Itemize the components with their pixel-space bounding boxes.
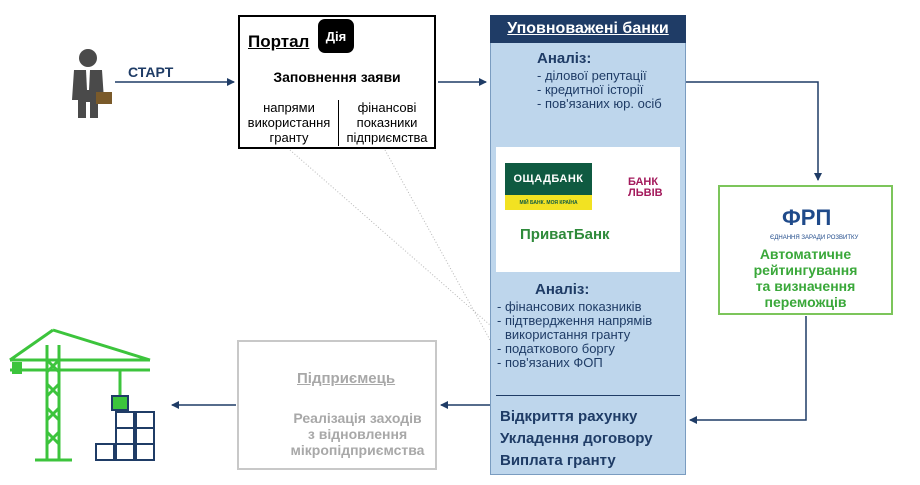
portal-col2-line: показники xyxy=(356,115,418,130)
start-label: СТАРТ xyxy=(128,64,174,80)
outcome-open-account: Відкриття рахунку xyxy=(500,408,638,425)
bank-lviv-name: БАНК xyxy=(628,176,659,188)
portal-title: Портал xyxy=(248,32,310,51)
analysis1-item: - кредитної історії xyxy=(537,82,644,97)
portal-col1-line: гранту xyxy=(269,130,309,145)
analysis2-list: - фінансових показників - підтвердження … xyxy=(497,300,652,370)
frp-line: рейтингування xyxy=(753,262,858,278)
frp-logo: ФРП xyxy=(782,205,832,230)
analysis2-item: - пов'язаних ФОП xyxy=(497,355,603,370)
frp-line: Автоматичне xyxy=(759,246,852,262)
analysis1-title: Аналіз: xyxy=(537,50,592,67)
businessman-icon xyxy=(72,49,112,118)
portal-col1-line: напрями xyxy=(263,100,315,115)
banks-separator xyxy=(496,395,680,396)
frp-line: переможців xyxy=(764,294,847,310)
diia-logo: Дія xyxy=(318,19,354,53)
frp-line: та визначення xyxy=(755,278,856,294)
guide-line-2 xyxy=(384,149,491,341)
portal-financial-indicators: фінансові показники підприємства xyxy=(340,100,434,145)
oschadbank-name: ОЩАДБАНК xyxy=(505,163,592,195)
analysis1-item: - ділової репутації xyxy=(537,68,647,83)
analysis1-list: - ділової репутації - кредитної історії … xyxy=(537,69,662,111)
banks-header: Уповноважені банки xyxy=(490,15,686,43)
bank-lviv-city: ЛЬВІВ xyxy=(628,187,663,199)
portal-grant-directions: напрями використання гранту xyxy=(240,100,338,145)
entrepreneur-line: з відновлення xyxy=(307,426,408,442)
bank-lviv-logo: БАНК ЛЬВІВ xyxy=(628,177,663,199)
entrepreneur-description: Реалізація заходів з відновлення мікропі… xyxy=(280,410,435,458)
frp-box xyxy=(718,185,893,315)
oschadbank-slogan: МІЙ БАНК. МОЯ КРАЇНА xyxy=(505,195,592,210)
oschadbank-logo: ОЩАДБАНК МІЙ БАНК. МОЯ КРАЇНА xyxy=(505,163,592,210)
portal-subtitle: Заповнення заяви xyxy=(273,69,401,85)
entrepreneur-title: Підприємець xyxy=(297,370,396,387)
analysis1-item: - пов'язаних юр. осіб xyxy=(537,96,662,111)
outcome-sign-contract: Укладення договору xyxy=(500,430,653,447)
frp-tagline: ЄДНАННЯ ЗАРАДИ РОЗВИТКУ xyxy=(770,235,859,241)
analysis2-title: Аналіз: xyxy=(535,281,590,298)
portal-col2-line: фінансові xyxy=(357,100,417,115)
analysis2-item: використання гранту xyxy=(505,327,631,342)
arrow-frp-to-banks xyxy=(689,316,807,424)
crane-construction-icon xyxy=(9,328,155,462)
entrepreneur-box xyxy=(237,340,437,470)
portal-col2-line: підприємства xyxy=(346,130,428,145)
analysis2-item: - податкового боргу xyxy=(497,341,615,356)
banks-header-text: Уповноважені банки xyxy=(507,20,669,37)
frp-description: Автоматичне рейтингування та визначення … xyxy=(720,246,891,310)
arrow-banks-to-frp xyxy=(686,81,822,181)
portal-col1-line: використання xyxy=(247,115,331,130)
analysis2-item: - фінансових показників xyxy=(497,299,642,314)
analysis2-item: - підтвердження напрямів xyxy=(497,313,653,328)
entrepreneur-line: мікропідприємства xyxy=(290,442,425,458)
outcome-grant-payment: Виплата гранту xyxy=(500,452,616,469)
entrepreneur-line: Реалізація заходів xyxy=(293,410,422,426)
privatbank-logo: ПриватБанк xyxy=(520,226,610,243)
portal-divider xyxy=(338,100,339,146)
guide-line-1 xyxy=(289,149,491,326)
